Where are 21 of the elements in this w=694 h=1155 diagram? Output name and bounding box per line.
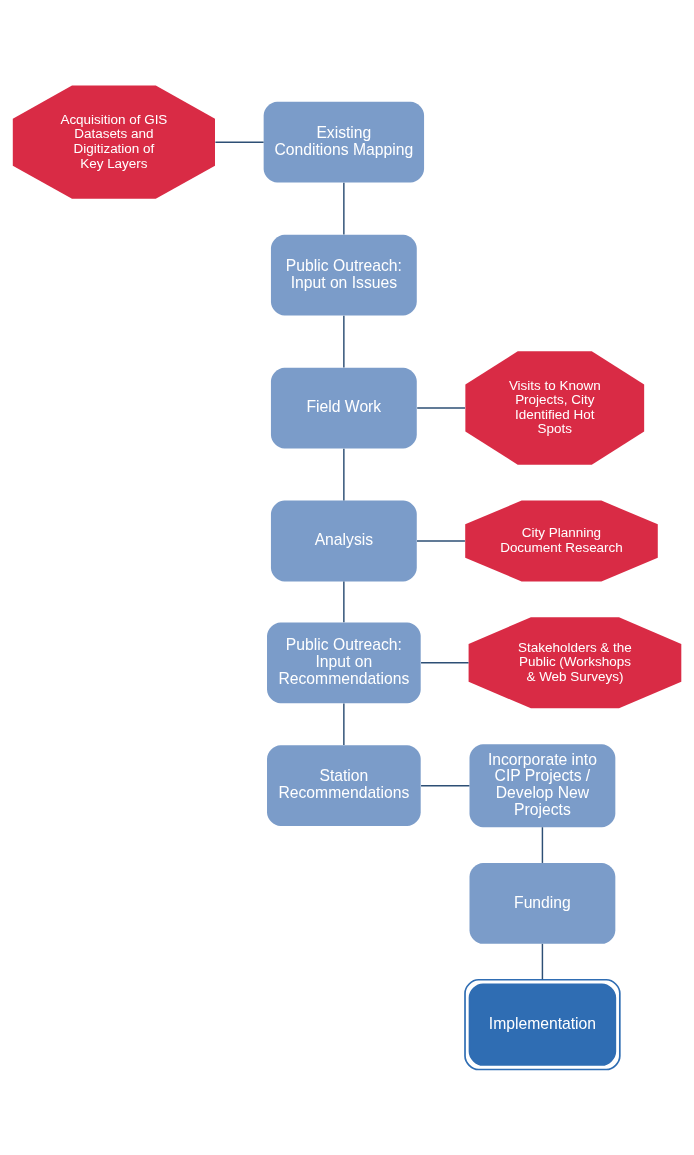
node-box: Field Work bbox=[270, 367, 417, 449]
node-box: Funding bbox=[469, 863, 616, 944]
connector bbox=[420, 662, 470, 664]
connector bbox=[343, 580, 345, 623]
node-box: Public Outreach: Input on Recommendations bbox=[267, 622, 421, 704]
connector bbox=[416, 407, 466, 409]
connector bbox=[343, 315, 345, 369]
node-box: Station Recommendations bbox=[267, 745, 421, 827]
node-box: Existing Conditions Mapping bbox=[263, 101, 425, 183]
connector bbox=[214, 141, 265, 143]
connector bbox=[343, 182, 345, 236]
node-box: Public Outreach: Input on Issues bbox=[270, 234, 417, 316]
connector bbox=[416, 540, 466, 542]
node-box: Incorporate into CIP Projects / Develop New Projects bbox=[469, 744, 616, 828]
node-box: Analysis bbox=[270, 500, 417, 582]
connector bbox=[541, 826, 544, 864]
connector bbox=[541, 943, 544, 981]
node-box: Implementation bbox=[464, 978, 621, 1071]
connector bbox=[343, 702, 345, 746]
connector bbox=[343, 448, 345, 502]
connector bbox=[420, 784, 471, 787]
